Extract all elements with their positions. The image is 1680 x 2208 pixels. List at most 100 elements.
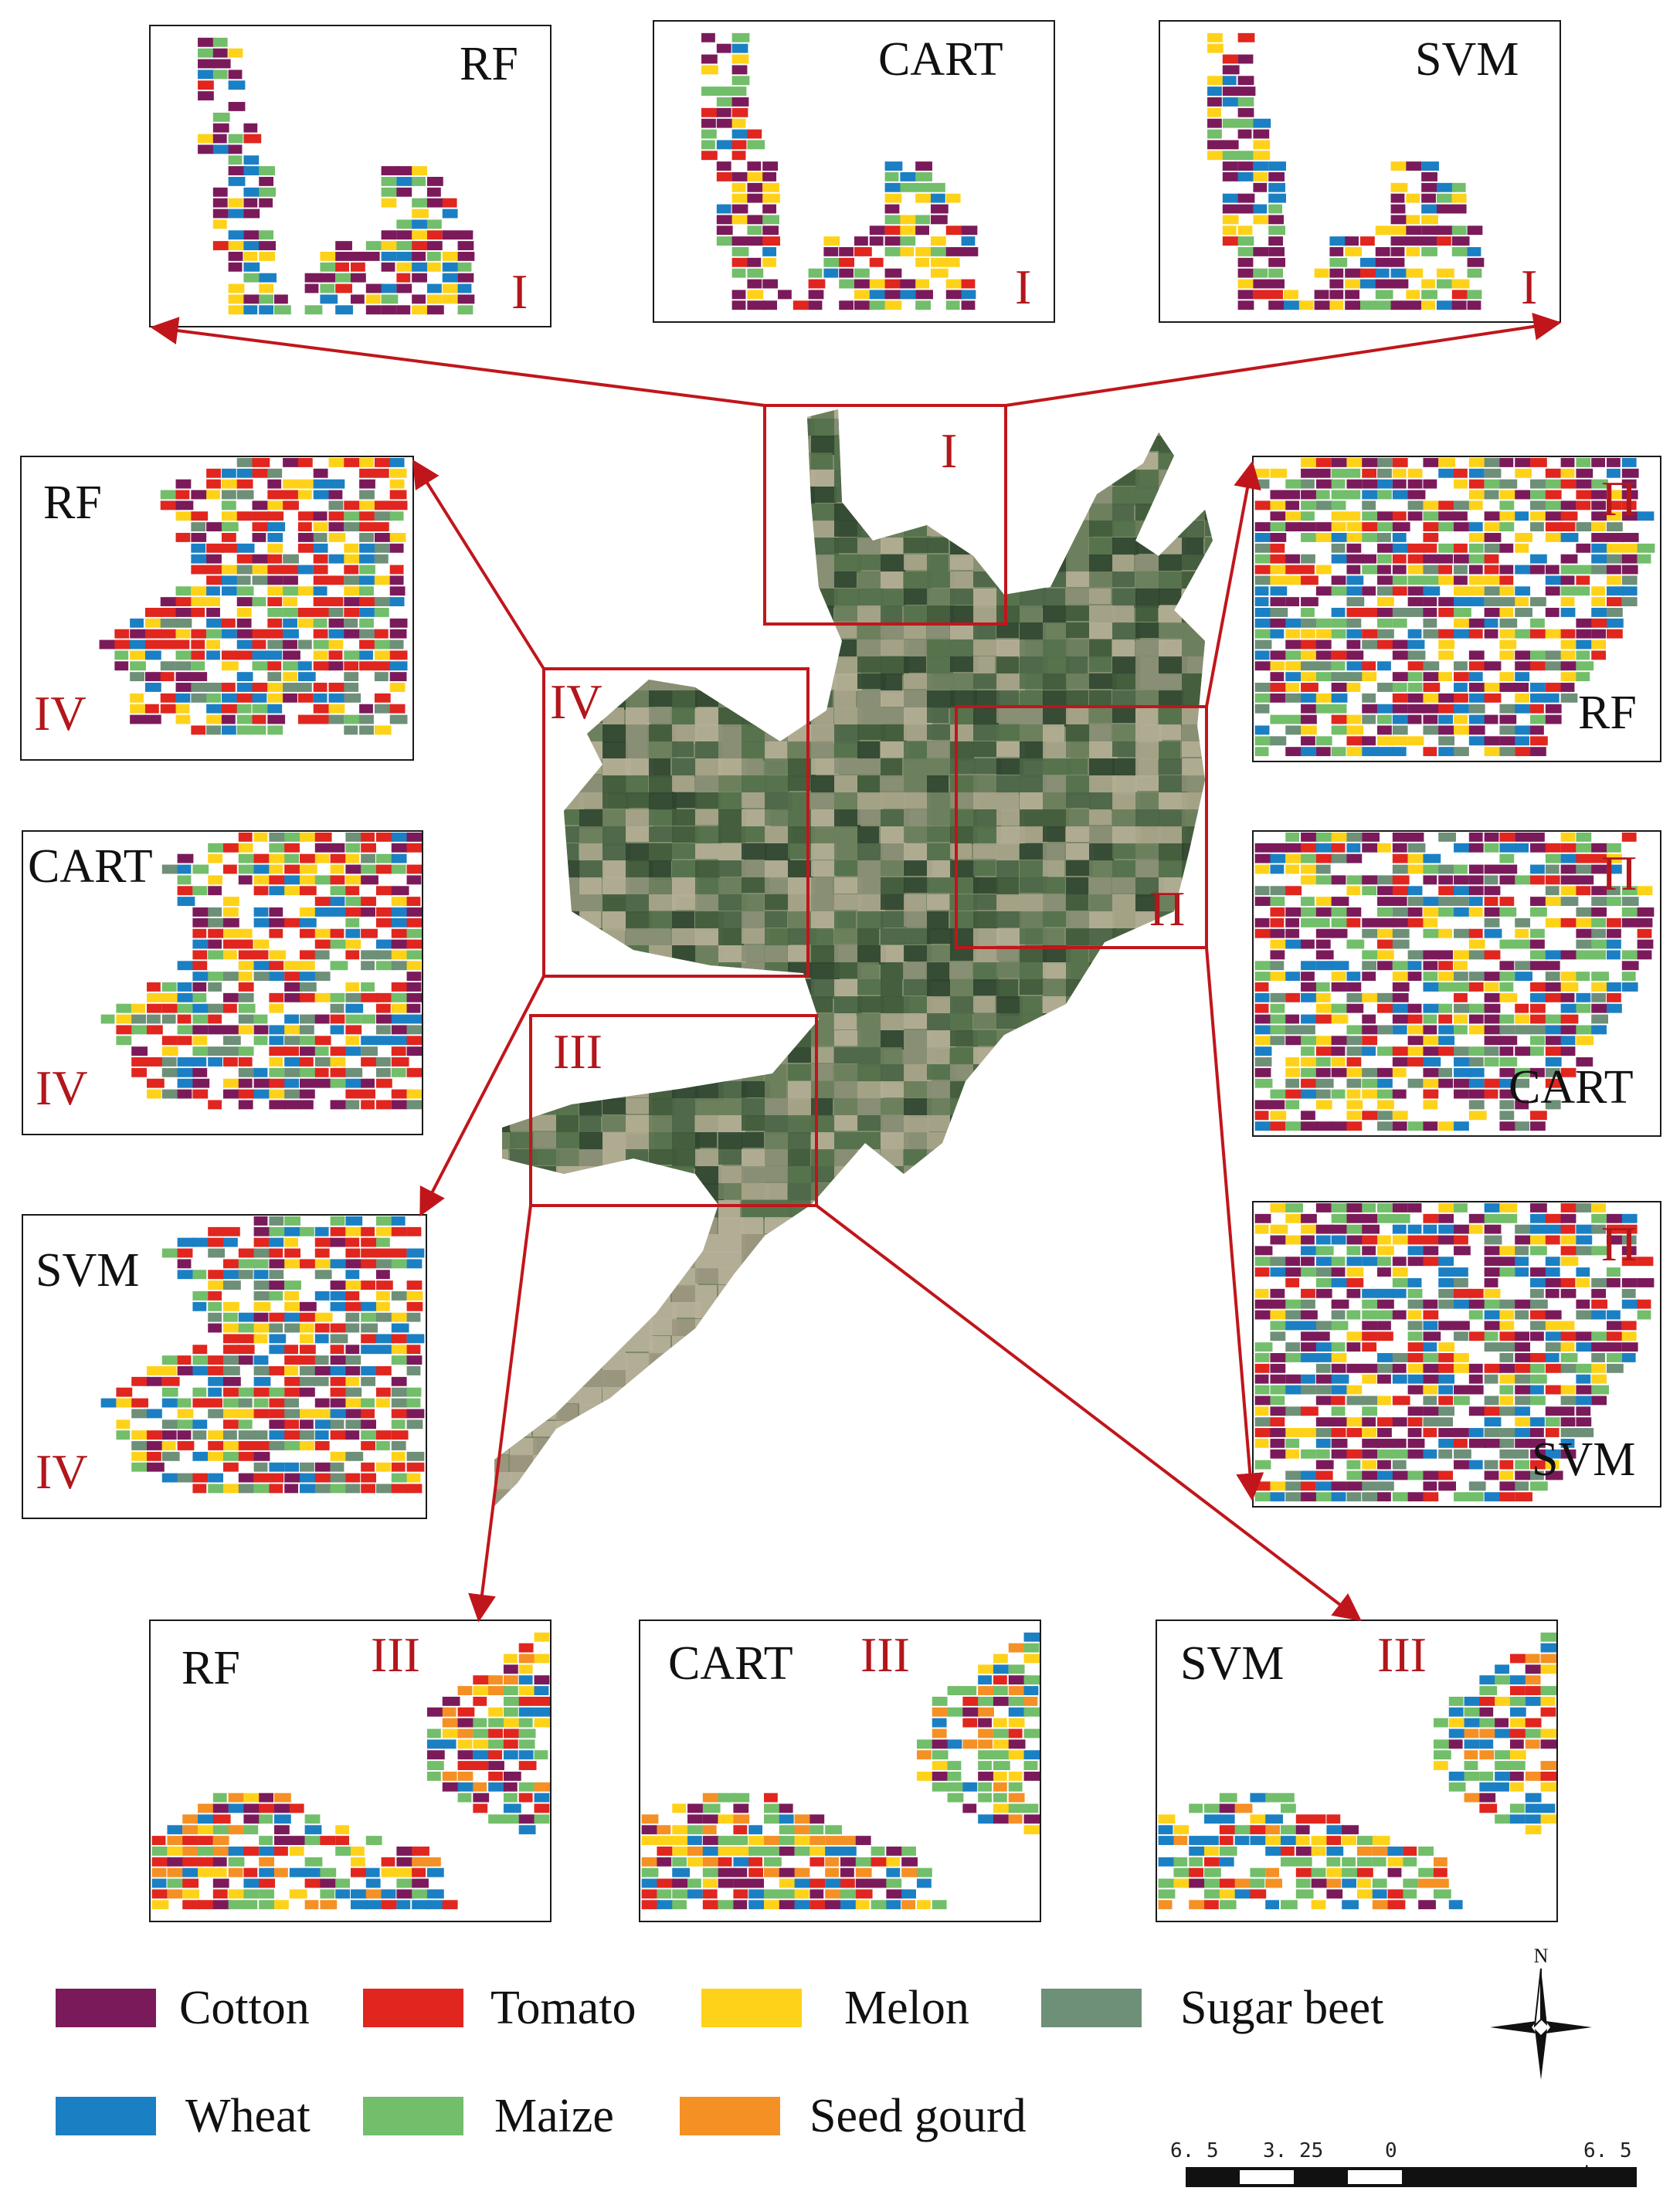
crop-parcel [313, 554, 328, 564]
crop-parcel [747, 182, 763, 192]
crop-parcel [1301, 725, 1317, 735]
crop-parcel [1591, 511, 1609, 521]
crop-parcel [1392, 917, 1410, 928]
crop-parcel [313, 683, 328, 692]
crop-parcel [1270, 939, 1288, 949]
crop-parcel [1346, 1417, 1363, 1427]
crop-parcel [1270, 1121, 1286, 1131]
crop-parcel [330, 1226, 346, 1236]
crop-parcel [228, 209, 246, 219]
crop-parcel [764, 1889, 781, 1899]
crop-parcel [1301, 982, 1318, 992]
crop-parcel [1387, 1889, 1406, 1899]
crop-parcel [1423, 714, 1438, 724]
crop-parcel [1301, 479, 1315, 489]
crop-parcel [1591, 1278, 1607, 1287]
crop-parcel [252, 532, 266, 542]
crop-parcel [457, 294, 475, 304]
crop-parcel [131, 1398, 149, 1408]
crop-parcel [809, 1825, 824, 1835]
crop-parcel [396, 262, 414, 272]
crop-parcel [764, 1846, 779, 1856]
crop-parcel [253, 1323, 270, 1333]
crop-parcel [344, 586, 361, 596]
crop-parcel [1423, 1492, 1439, 1502]
crop-parcel [1315, 1374, 1333, 1384]
crop-parcel [1530, 832, 1545, 842]
crop-parcel [208, 1046, 224, 1057]
crop-parcel [212, 48, 228, 58]
crop-parcel [1621, 1246, 1637, 1256]
crop-parcel [374, 629, 389, 639]
crop-parcel [243, 1846, 260, 1856]
crop-parcel [361, 853, 375, 863]
crop-parcel [978, 1750, 993, 1760]
crop-parcel [283, 650, 300, 660]
crop-parcel [1454, 897, 1469, 907]
crop-parcel [1390, 226, 1408, 236]
crop-parcel [365, 305, 382, 315]
crop-parcel [1301, 683, 1319, 692]
crop-parcel [375, 917, 393, 928]
crop-parcel [1270, 917, 1285, 928]
crop-parcel [1515, 1470, 1532, 1480]
crop-parcel [1254, 1428, 1271, 1437]
crop-parcel [1433, 1878, 1449, 1888]
crop-parcel [344, 714, 362, 724]
crop-parcel [1438, 1481, 1457, 1491]
crop-parcel [1254, 1078, 1273, 1088]
crop-parcel [396, 187, 412, 197]
crop-parcel [406, 875, 422, 885]
crop-parcel [344, 457, 362, 467]
crop-parcel [208, 1025, 224, 1035]
crop-parcel [993, 1793, 1007, 1803]
crop-parcel [391, 1409, 408, 1419]
crop-parcel [1268, 290, 1284, 300]
crop-parcel [718, 1878, 734, 1888]
panel-region-iv-svm: SVM IV [22, 1214, 427, 1519]
crop-parcel [375, 1216, 392, 1226]
crop-parcel [381, 283, 397, 293]
crop-parcel [359, 554, 375, 564]
crop-parcel [192, 939, 209, 949]
crop-parcel [1285, 725, 1302, 735]
crop-parcel [361, 1345, 376, 1355]
crop-parcel [1375, 279, 1393, 289]
crop-parcel [1295, 1814, 1313, 1824]
crop-parcel [144, 639, 162, 650]
crop-parcel [1545, 1036, 1563, 1046]
crop-parcel [1362, 1428, 1377, 1437]
crop-parcel [206, 704, 223, 714]
crop-parcel [314, 992, 331, 1002]
crop-parcel [1468, 565, 1483, 575]
crop-parcel [267, 500, 284, 510]
crop-parcel [1362, 479, 1380, 489]
crop-parcel [1301, 736, 1315, 746]
crop-parcel [304, 1857, 323, 1867]
crop-parcel [1222, 226, 1237, 236]
crop-parcel [1499, 843, 1517, 853]
crop-parcel [361, 1259, 377, 1269]
crop-parcel [238, 1089, 255, 1099]
classification-map [701, 32, 979, 310]
crop-parcel [243, 166, 260, 176]
crop-parcel [300, 1409, 316, 1419]
crop-parcel [284, 1067, 301, 1077]
crop-parcel [1499, 961, 1515, 971]
crop-parcel [1499, 618, 1518, 628]
crop-parcel [1499, 1057, 1518, 1067]
crop-parcel [269, 1312, 287, 1322]
crop-parcel [1377, 1246, 1394, 1256]
crop-parcel [1377, 1492, 1391, 1502]
crop-parcel [779, 1836, 795, 1846]
crop-parcel [1576, 672, 1590, 682]
crop-parcel [114, 661, 129, 671]
crop-parcel [259, 1857, 275, 1867]
crop-parcel [1392, 875, 1410, 885]
crop-parcel [116, 1419, 131, 1430]
crop-parcel [823, 246, 839, 256]
crop-parcel [1392, 1396, 1410, 1406]
crop-parcel [252, 511, 270, 521]
crop-parcel [375, 1312, 392, 1322]
crop-parcel [374, 575, 392, 585]
